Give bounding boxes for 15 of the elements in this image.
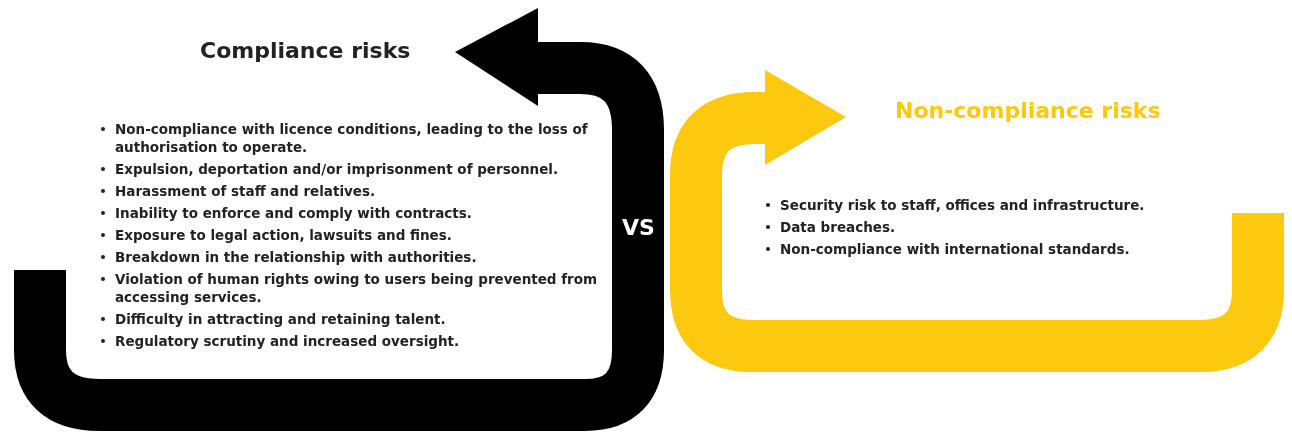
bullet-item: Harassment of staff and relatives. <box>115 182 377 200</box>
bullet-item: Security risk to staff, offices and infrastructure. <box>780 196 1146 214</box>
bullet-item: Data breaches. <box>780 218 897 236</box>
bullet-item: Difficulty in attracting and retaining talent. <box>115 310 447 328</box>
bullet-item: Breakdown in the relationship with authorities. <box>115 248 478 266</box>
heading: Non-compliance risks <box>895 98 1161 123</box>
bullet-item: Inability to enforce and comply with contracts. <box>115 204 473 222</box>
bullet-item: Non-compliance with international standards. <box>780 240 1131 258</box>
bullet-item: Expulsion, deportation and/or imprisonment of personnel. <box>115 160 560 178</box>
bullet-item: Violation of human rights owing to users being prevented from accessing services. <box>115 270 599 306</box>
bullet-item: Exposure to legal action, lawsuits and fines. <box>115 226 453 244</box>
bullet-item: Non-compliance with licence conditions, leading to the loss of authorisation to operate. <box>115 120 589 156</box>
heading: Compliance risks <box>200 38 411 63</box>
versus-label: VS <box>622 215 655 240</box>
bullet-item: Regulatory scrutiny and increased oversight. <box>115 332 461 350</box>
